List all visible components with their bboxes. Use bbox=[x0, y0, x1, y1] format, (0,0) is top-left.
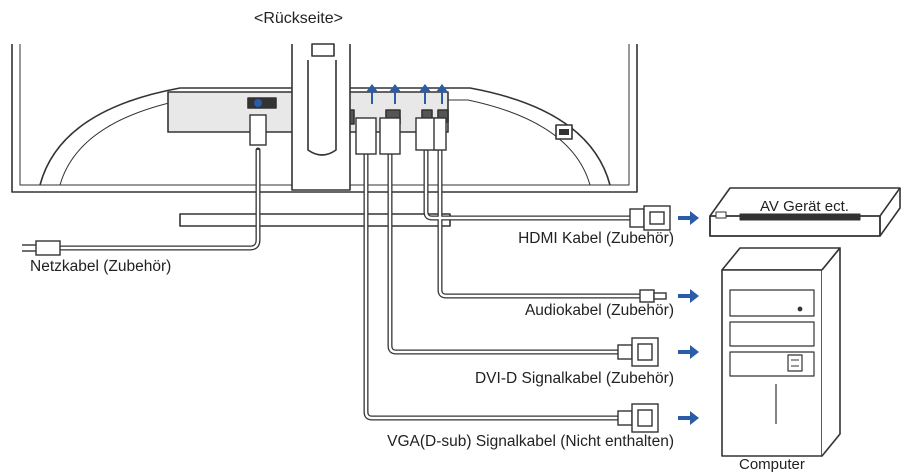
signal-cables-inner bbox=[364, 150, 640, 420]
diagram-title: <Rückseite> bbox=[254, 10, 343, 27]
power-cable-label: Netzkabel (Zubehör) bbox=[30, 258, 172, 275]
audio-cable-label: Audiokabel (Zubehör) bbox=[524, 302, 674, 319]
power-cable-inner bbox=[60, 150, 260, 250]
vga-connector bbox=[617, 403, 659, 433]
dvi-connector bbox=[617, 337, 659, 367]
power-plug bbox=[22, 114, 267, 256]
audio-connector bbox=[639, 289, 667, 303]
vga-cable-label: VGA(D-sub) Signalkabel (Nicht enthalten) bbox=[387, 433, 674, 450]
av-device bbox=[709, 187, 901, 237]
computer-tower bbox=[721, 247, 841, 457]
monitor-back bbox=[11, 43, 638, 227]
hdmi-cable-label: HDMI Kabel (Zubehör) bbox=[518, 230, 674, 247]
hdmi-connector bbox=[629, 205, 671, 231]
device-arrows bbox=[678, 211, 699, 425]
port-arrows bbox=[366, 84, 448, 104]
monitor-side-connectors bbox=[355, 117, 447, 155]
av-device-label: AV Gerät ect. bbox=[760, 198, 849, 215]
power-cable bbox=[57, 147, 261, 251]
dvi-cable-label: DVI-D Signalkabel (Zubehör) bbox=[474, 370, 674, 387]
computer-label: Computer bbox=[739, 456, 805, 473]
